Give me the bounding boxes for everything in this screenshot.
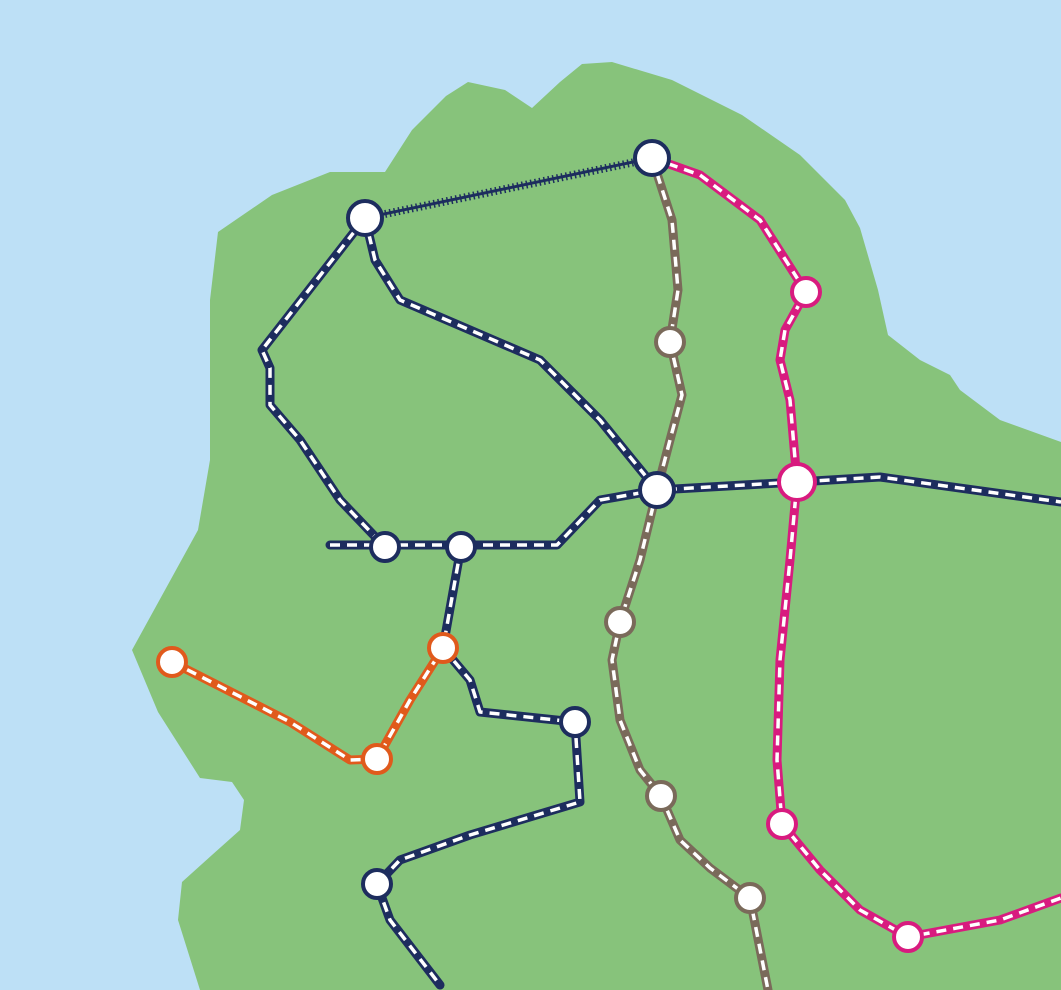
station-marker[interactable] [638, 471, 676, 509]
station-marker[interactable] [156, 646, 188, 678]
mainline-light-rail-ticks [384, 157, 641, 218]
station-marker[interactable] [654, 326, 686, 358]
station-marker[interactable] [633, 139, 671, 177]
station-marker[interactable] [369, 531, 401, 563]
station-marker[interactable] [892, 921, 924, 953]
station-marker[interactable] [445, 531, 477, 563]
mainline-segment-dash [375, 646, 582, 987]
station-marker[interactable] [645, 780, 677, 812]
mainline-segment-dash [441, 546, 463, 649]
station-marker[interactable] [604, 606, 636, 638]
stations [156, 139, 924, 953]
station-marker[interactable] [559, 706, 591, 738]
station-marker[interactable] [361, 868, 393, 900]
station-marker[interactable] [777, 462, 817, 502]
mainline-segment-dash [260, 216, 387, 549]
station-marker[interactable] [734, 882, 766, 914]
station-marker[interactable] [346, 199, 384, 237]
westline-segment-dash [171, 647, 445, 762]
station-marker[interactable] [766, 808, 798, 840]
station-marker[interactable] [361, 743, 393, 775]
eastline-route [647, 153, 1061, 942]
station-marker[interactable] [427, 632, 459, 664]
mainline-segment-dash [363, 217, 659, 492]
station-marker[interactable] [790, 276, 822, 308]
eastline-segment-dash [651, 156, 1061, 939]
